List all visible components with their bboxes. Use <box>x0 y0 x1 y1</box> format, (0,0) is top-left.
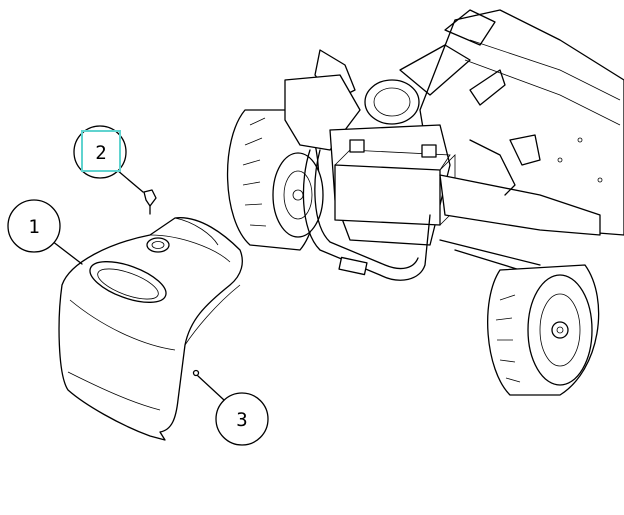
callout-3: 3 <box>215 392 269 446</box>
left-wheel <box>226 109 324 251</box>
callout-3-leader <box>197 375 225 401</box>
callout-2-leader <box>116 169 144 193</box>
clip-part <box>143 189 157 215</box>
right-wheel <box>487 264 600 396</box>
callout-2: 2 <box>73 125 127 179</box>
callout-1-leader <box>51 240 83 265</box>
callout-2-label: 2 <box>95 142 106 164</box>
callout-3-label: 3 <box>236 409 247 431</box>
machine-illustration <box>226 9 624 396</box>
callout-2-highlight <box>81 130 121 172</box>
cover-part <box>58 217 243 441</box>
screw-part <box>192 369 200 377</box>
battery <box>334 139 456 226</box>
callout-1: 1 <box>7 199 61 253</box>
callout-1-label: 1 <box>28 216 39 238</box>
